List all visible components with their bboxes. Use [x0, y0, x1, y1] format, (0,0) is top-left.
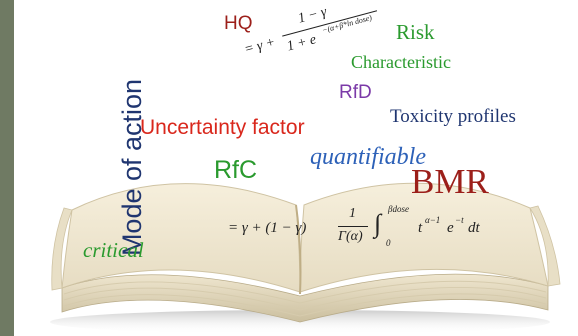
formula2-frac-num: 1: [349, 206, 356, 221]
formula1-denominator: 1 + e: [285, 32, 318, 55]
formula2-pow2: −t: [455, 215, 464, 225]
formula2-integral: ∫: [374, 209, 382, 238]
formula2-lower: 0: [386, 238, 391, 248]
word-critical: critical: [83, 238, 144, 262]
formula2-pow1: α−1: [425, 215, 441, 225]
formula2-frac-bar: [338, 226, 368, 227]
word-bmr: BMR: [411, 162, 489, 201]
word-mode-of-action: Mode of action: [117, 78, 148, 257]
word-uncertainty-factor: Uncertainty factor: [140, 116, 305, 139]
word-toxicity-profiles: Toxicity profiles: [390, 106, 516, 127]
word-hq: HQ: [224, 13, 253, 34]
formula-gamma-model: = γ + (1 − γ) 1 Γ(α) ∫ βdose 0 t α−1 e −…: [228, 204, 488, 256]
formula1-exponent: −(α+β*ln dose): [321, 13, 373, 35]
formula2-integrand: t: [418, 220, 423, 236]
word-rfd: RfD: [339, 82, 372, 103]
formula1-lead: = γ +: [242, 34, 277, 58]
formula2-lead: = γ + (1 − γ): [228, 220, 307, 236]
word-quantifiable: quantifiable: [310, 144, 426, 170]
formula2-frac-den: Γ(α): [338, 229, 363, 244]
formula2-dt: dt: [468, 220, 480, 236]
word-characteristic: Characteristic: [351, 52, 451, 72]
word-rfc: RfC: [214, 156, 258, 184]
word-risk: Risk: [396, 20, 435, 44]
formula2-e: e: [447, 220, 454, 236]
formula2-upper: βdose: [388, 204, 409, 214]
